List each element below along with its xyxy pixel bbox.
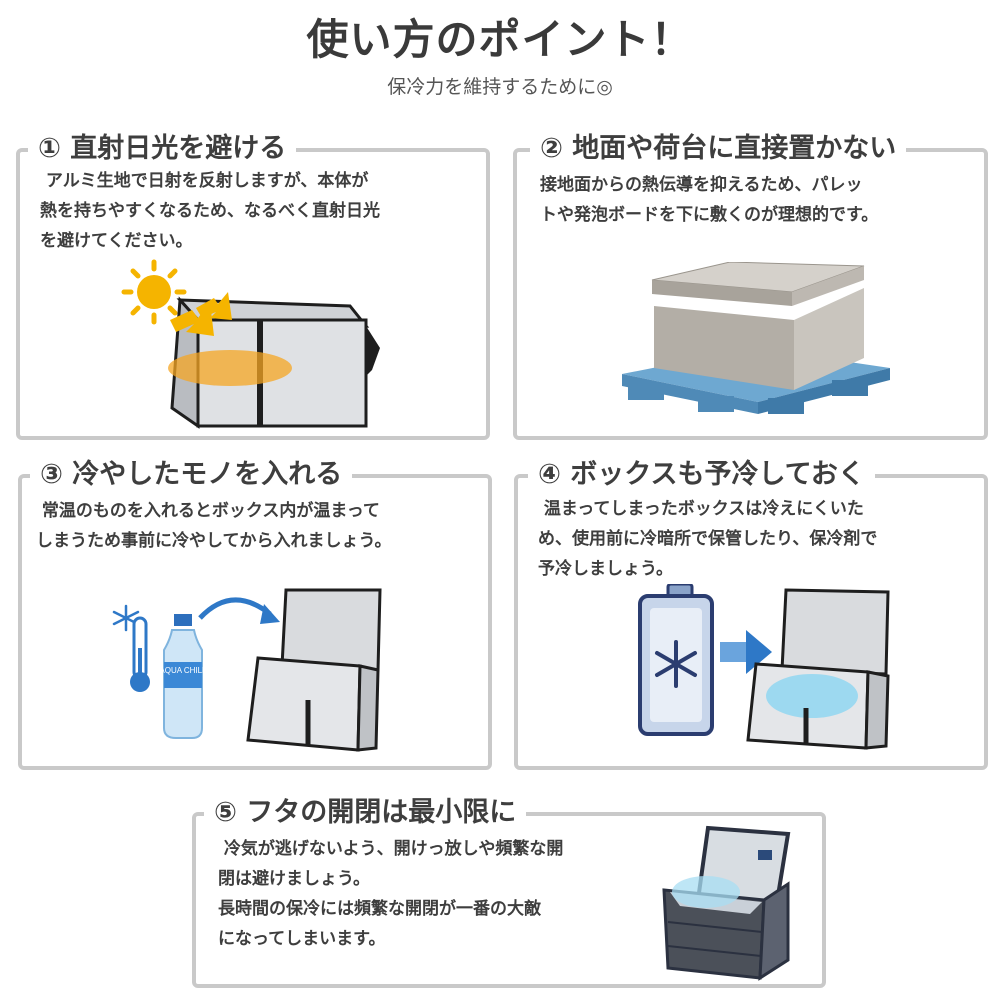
- point-text-1-line-3: を避けてください。: [40, 231, 193, 251]
- point-title-2: ② 地面や荷台に直接置かない: [530, 126, 907, 165]
- lid-cooler-illustration: [662, 825, 791, 981]
- point-text-5-line-1: 冷気が逃げないよう、開けっ放しや頻繁な開: [218, 839, 564, 859]
- point-text-2-line-2: トや発泡ボードを下に敷くのが理想的です。: [540, 205, 879, 225]
- sunlight-arrow-icon: [170, 292, 232, 336]
- point-text-4: 温まってしまったボックスは冷えにくいため、使用前に冷暗所で保管したり、保冷剤で予…: [538, 494, 877, 584]
- point-title-5: ⑤ フタの開閉は最小限に: [204, 790, 527, 829]
- open-cooler: [746, 588, 890, 750]
- point-title-1: ① 直射日光を避ける: [28, 126, 297, 165]
- page-title: 使い方のポイント！: [306, 15, 694, 64]
- box-on-pallet-illustration: [622, 262, 890, 414]
- ice-pack-cooler-illustration: [638, 584, 890, 750]
- cardboard-box: [651, 262, 865, 390]
- point-text-2-line-1: 接地面からの熱伝導を抑えるため、パレッ: [540, 175, 863, 195]
- sun-cooler-illustration: [121, 259, 380, 429]
- sun-icon: [121, 259, 187, 325]
- point-text-4-line-2: め、使用前に冷暗所で保管したり、保冷剤で: [538, 529, 878, 549]
- point-text-4-line-1: 温まってしまったボックスは冷えにくいた: [538, 499, 864, 519]
- point-title-3: ③ 冷やしたモノを入れる: [30, 452, 353, 491]
- hard-cooler: [662, 825, 791, 981]
- point-text-5-line-4: になってしまいます。: [218, 929, 386, 949]
- point-text-4-line-3: 予冷しましょう。: [538, 559, 673, 579]
- open-cooler: [246, 588, 382, 752]
- point-text-1-line-2: 熱を持ちやすくなるため、なるべく直射日光: [40, 201, 380, 221]
- cold-drink-illustration: AQUA CHILL: [112, 588, 382, 752]
- ice-pack-icon: [638, 584, 714, 736]
- point-text-5: 冷気が逃げないよう、開けっ放しや頻繁な開閉は避けましょう。長時間の保冷には頻繁な…: [218, 834, 563, 954]
- cooler-bag: [168, 296, 380, 429]
- arrow-icon: [720, 630, 772, 674]
- point-title-4: ④ ボックスも予冷しておく: [528, 452, 875, 491]
- snowflake-icon: [655, 640, 697, 688]
- arrow-icon: [198, 597, 280, 624]
- thermometer-icon: [130, 616, 150, 692]
- point-text-1-line-1: アルミ生地で日射を反射しますが、本体が: [40, 171, 369, 191]
- point-text-2: 接地面からの熱伝導を抑えるため、パレットや発泡ボードを下に敷くのが理想的です。: [540, 170, 878, 230]
- water-bottle: AQUA CHILL: [159, 614, 207, 739]
- point-text-5-line-3: 長時間の保冷には頻繁な開閉が一番の大敵: [218, 899, 541, 919]
- point-text-5-line-2: 閉は避けましょう。: [218, 869, 370, 889]
- point-text-1: アルミ生地で日射を反射しますが、本体が熱を持ちやすくなるため、なるべく直射日光を…: [40, 166, 380, 256]
- page-subtitle: 保冷力を維持するために◎: [387, 76, 613, 98]
- point-text-3-line-2: しまうため事前に冷やしてから入れましょう。: [36, 531, 392, 551]
- point-text-3: 常温のものを入れるとボックス内が温まってしまうため事前に冷やしてから入れましょう…: [36, 496, 391, 556]
- point-text-3-line-1: 常温のものを入れるとボックス内が温まって: [36, 501, 380, 521]
- bottle-label: AQUA CHILL: [159, 666, 207, 675]
